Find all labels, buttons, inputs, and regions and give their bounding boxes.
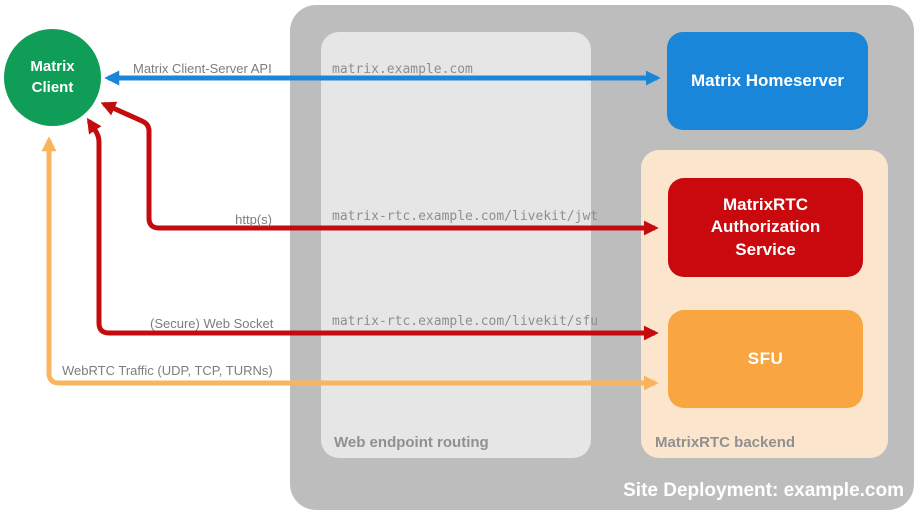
matrix-client-node: Matrix Client <box>4 29 101 126</box>
route-matrix-homeserver: matrix.example.com <box>332 62 473 77</box>
sfu-label: SFU <box>747 349 784 368</box>
sfu-node: SFU <box>668 310 863 408</box>
webrtc-traffic-edge-label: WebRTC Traffic (UDP, TCP, TURNs) <box>62 363 273 378</box>
matrix-client-label: Matrix Client <box>30 58 75 96</box>
matrixrtc-authorization-service-label: MatrixRTC Authorization Service <box>710 194 821 259</box>
matrixrtc-authorization-service-node: MatrixRTC Authorization Service <box>668 178 863 277</box>
https-edge-label: http(s) <box>235 212 272 227</box>
client-server-api-edge-label: Matrix Client-Server API <box>133 61 272 76</box>
matrix-homeserver-node: Matrix Homeserver <box>667 32 868 130</box>
site-label-layer: Site Deployment: example.com <box>290 5 914 510</box>
matrixrtc-backend-label: MatrixRTC backend <box>655 434 796 451</box>
route-livekit-sfu: matrix-rtc.example.com/livekit/sfu <box>332 314 599 329</box>
websocket-edge-label: (Secure) Web Socket <box>150 316 274 331</box>
site-deployment-label: Site Deployment: example.com <box>623 480 904 501</box>
route-livekit-jwt: matrix-rtc.example.com/livekit/jwt <box>332 209 599 224</box>
web-endpoint-routing-label: Web endpoint routing <box>334 434 489 451</box>
matrix-homeserver-label: Matrix Homeserver <box>690 71 845 90</box>
